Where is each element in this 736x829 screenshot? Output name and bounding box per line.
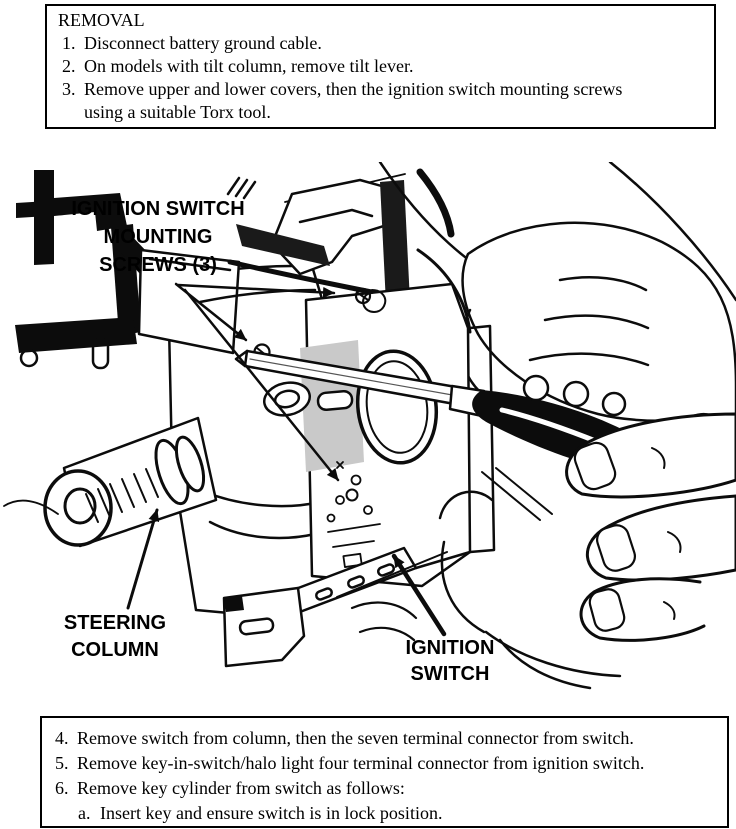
step-text: Remove switch from column, then the seve… xyxy=(77,728,634,748)
step-text-continuation: using a suitable Torx tool. xyxy=(84,102,271,122)
fist-drawing xyxy=(350,412,736,690)
ignition-switch-label: IGNITION SWITCH xyxy=(374,635,526,687)
mounting-rail-drawing xyxy=(222,546,472,668)
step-number: a. xyxy=(78,803,91,823)
label-line: SWITCH xyxy=(410,663,490,685)
step-number: 2. xyxy=(62,56,76,76)
removal-instructions-box: REMOVAL 1. Disconnect battery ground cab… xyxy=(45,4,716,129)
step-text: Remove key-in-switch/halo light four ter… xyxy=(77,753,645,773)
removal-step-2: 2. On models with tilt column, remove ti… xyxy=(58,55,706,78)
post-removal-steps-box: 4. Remove switch from column, then the s… xyxy=(40,716,729,828)
step-text: Disconnect battery ground cable. xyxy=(84,33,322,53)
step-number: 1. xyxy=(62,33,76,53)
label-line: STEERING xyxy=(63,612,167,634)
step-number: 3. xyxy=(62,79,76,99)
steering-column-arrow xyxy=(126,508,160,610)
step-4: 4. Remove switch from column, then the s… xyxy=(55,726,719,751)
step-text: Insert key and ensure switch is in lock … xyxy=(100,803,443,823)
step-number: 4. xyxy=(55,728,69,748)
bracket-slot xyxy=(91,337,110,370)
screw-arrow-3 xyxy=(183,288,340,482)
removal-title: REMOVAL xyxy=(58,10,145,30)
removal-step-3: 3. Remove upper and lower covers, then t… xyxy=(58,78,706,124)
ignition-switch-arrow xyxy=(391,553,447,637)
screw-arrow-1 xyxy=(176,283,336,298)
removal-step-1: 1. Disconnect battery ground cable. xyxy=(58,32,706,55)
step-text: On models with tilt column, remove tilt … xyxy=(84,56,414,76)
label-line: SCREWS (3) xyxy=(99,254,217,276)
label-line: IGNITION SWITCH xyxy=(71,198,245,220)
step-6: 6. Remove key cylinder from switch as fo… xyxy=(55,776,719,801)
mounting-screws-label: IGNITION SWITCH MOUNTING SCREWS (3) xyxy=(40,195,276,279)
step-text: Remove upper and lower covers, then the … xyxy=(84,79,623,99)
label-line: COLUMN xyxy=(71,639,159,661)
steering-column-label: STEERING COLUMN xyxy=(33,610,197,664)
mounting-screws xyxy=(253,287,387,502)
steering-column-drawing xyxy=(3,248,336,616)
label-line: MOUNTING xyxy=(103,226,213,248)
ignition-switch-diagram xyxy=(3,162,736,690)
step-5: 5. Remove key-in-switch/halo light four … xyxy=(55,751,719,776)
step-6a: a. Insert key and ensure switch is in lo… xyxy=(78,801,719,826)
label-line: IGNITION xyxy=(405,637,495,659)
step-text: Remove key cylinder from switch as follo… xyxy=(77,778,405,798)
step-number: 6. xyxy=(55,778,69,798)
step-number: 5. xyxy=(55,753,69,773)
diagram-arrows xyxy=(126,282,447,637)
bracket-hole xyxy=(19,348,39,368)
